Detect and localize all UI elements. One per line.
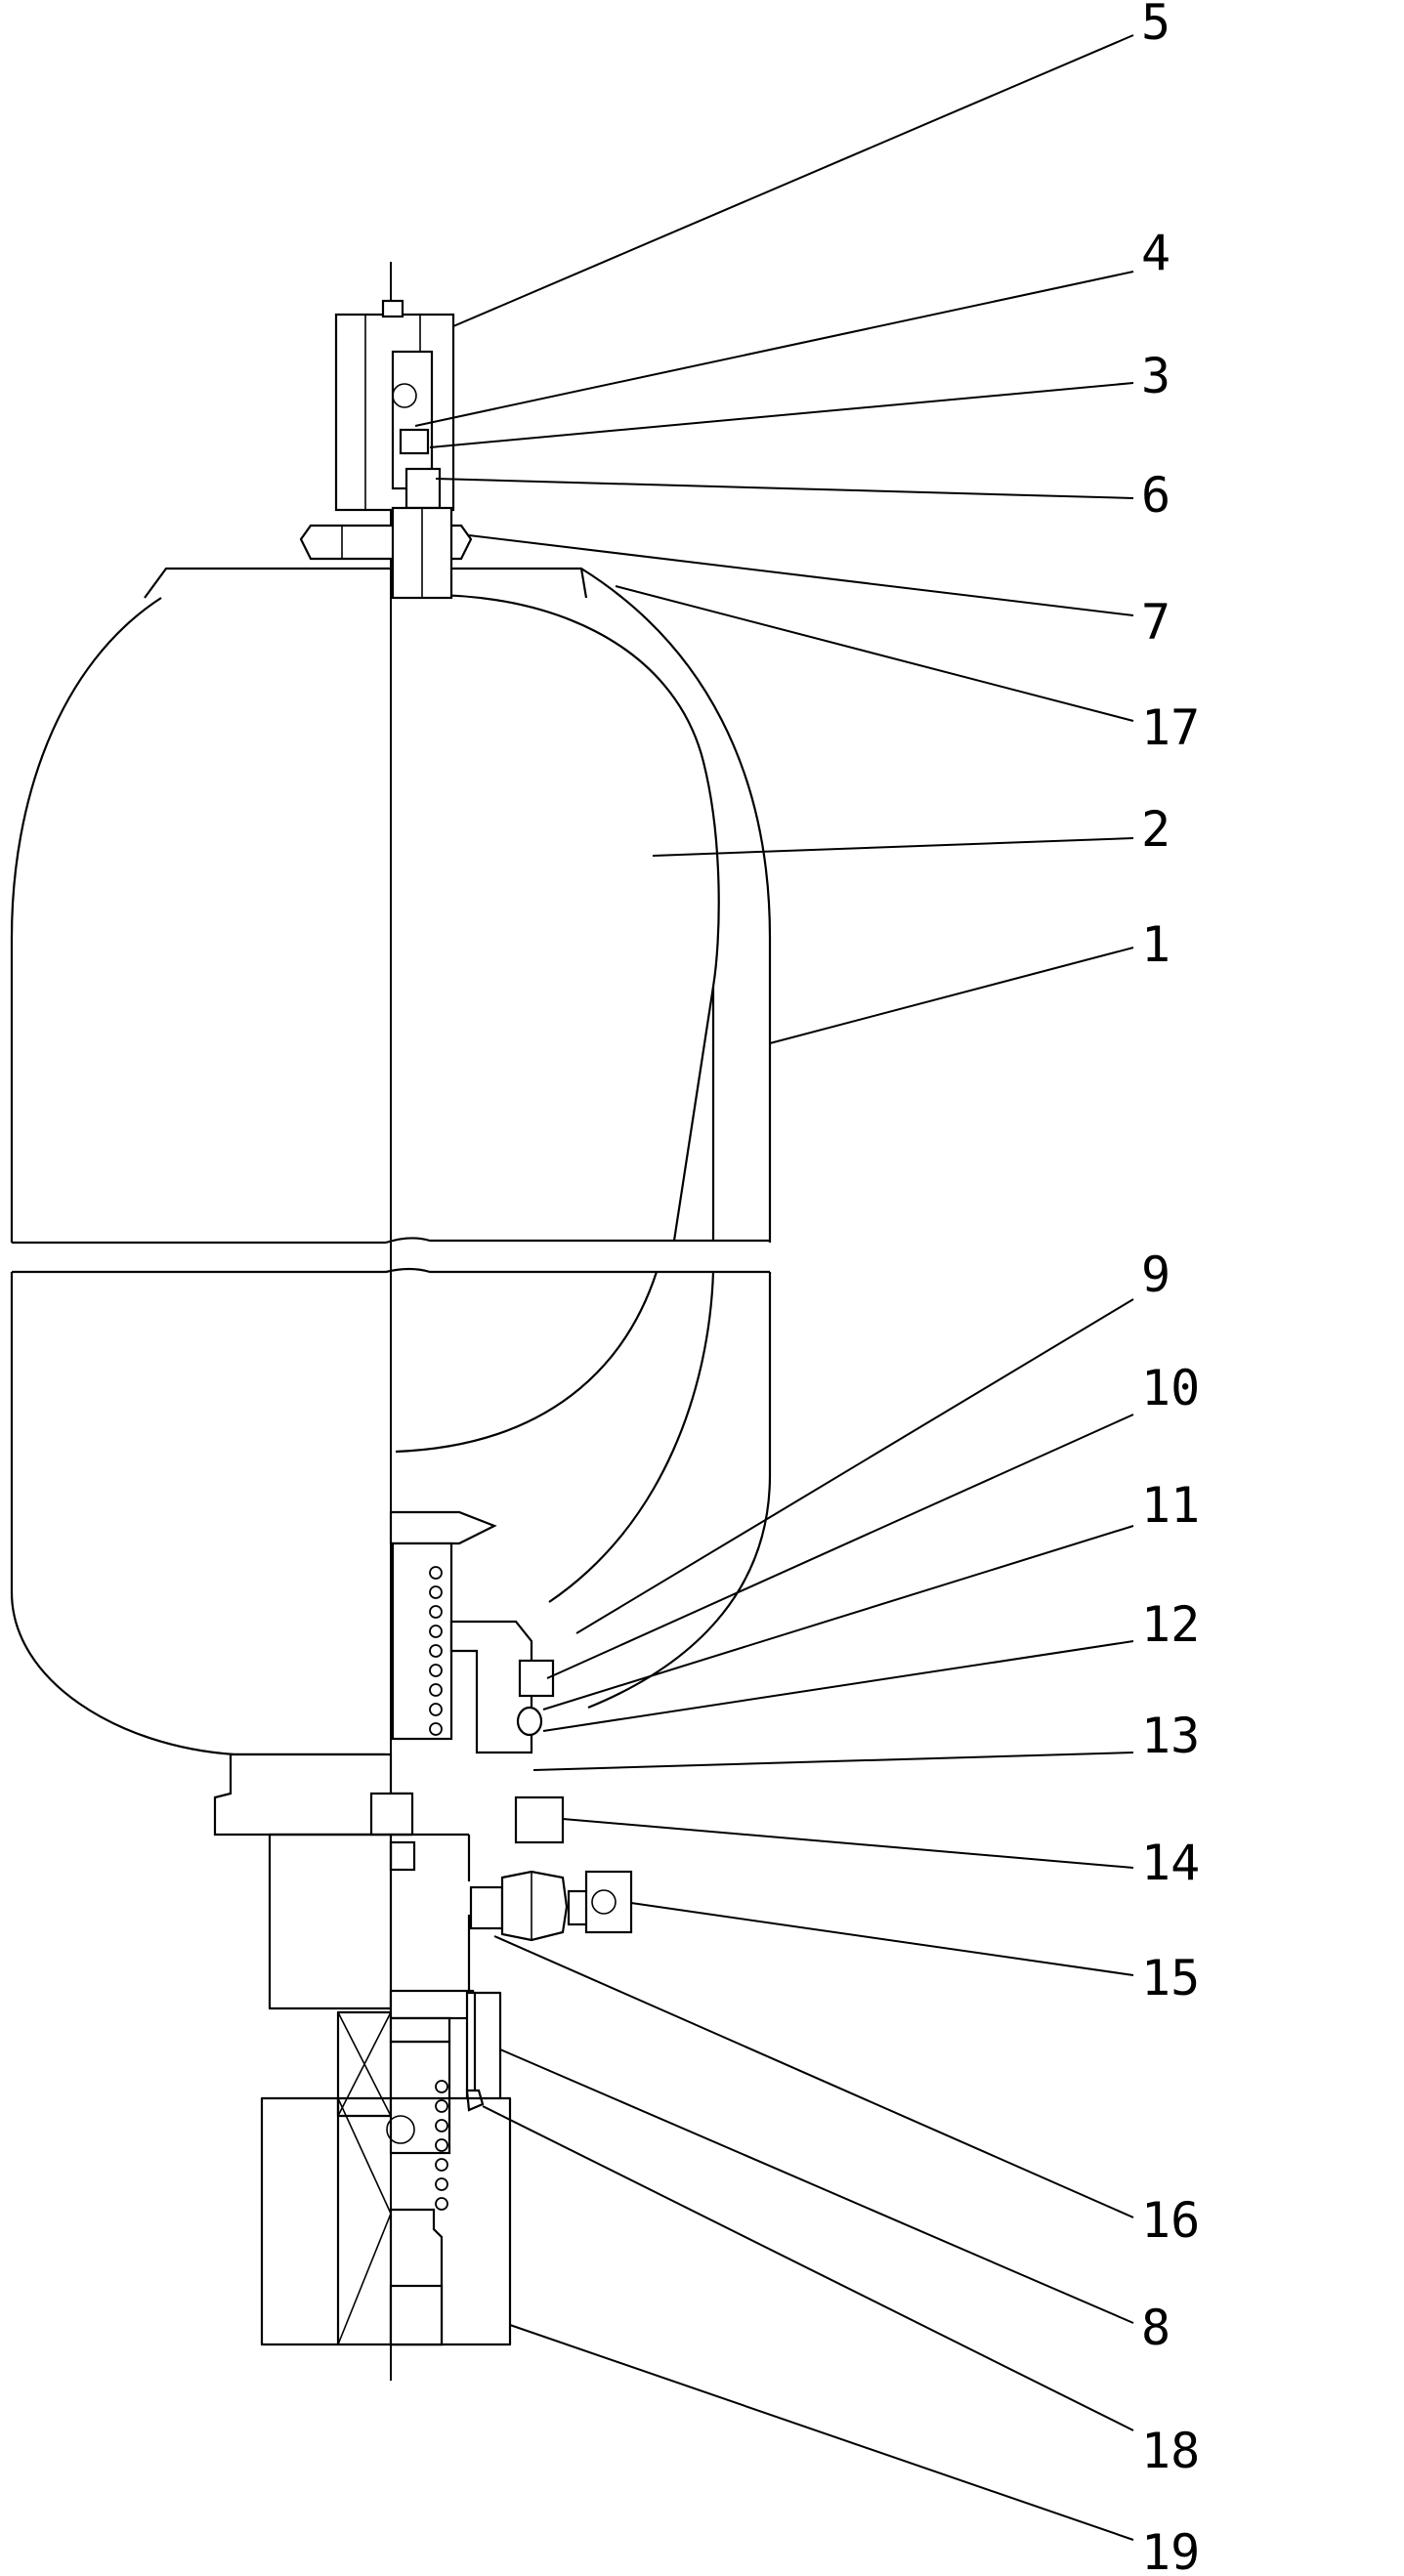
- poppet-head: [389, 1510, 497, 1545]
- callout-7: 7: [1141, 594, 1170, 651]
- callout-14: 14: [1141, 1835, 1200, 1891]
- leader-7: [468, 534, 1134, 616]
- leader-16: [493, 1935, 1134, 2218]
- check-spring: [435, 2080, 448, 2211]
- callout-2: 2: [1141, 801, 1170, 858]
- gas-valve-core: [391, 350, 434, 490]
- leader-9: [575, 1298, 1134, 1634]
- leader-8: [499, 2048, 1134, 2324]
- callout-4: 4: [1141, 225, 1170, 281]
- bladder: [395, 593, 720, 1603]
- leader-14: [562, 1818, 1134, 1869]
- callout-1: 1: [1141, 916, 1170, 973]
- callout-15: 15: [1141, 1950, 1200, 2006]
- callout-5: 5: [1141, 0, 1170, 51]
- callout-19: 19: [1141, 2524, 1200, 2576]
- leader-5: [452, 34, 1134, 327]
- lower-body: [260, 1833, 633, 2346]
- leader-15: [630, 1902, 1134, 1976]
- leader-1: [769, 947, 1134, 1044]
- callout-16: 16: [1141, 2192, 1200, 2249]
- poppet-valve-assembly: [213, 1510, 565, 1872]
- body-nut: [514, 1795, 565, 1844]
- leader-12: [542, 1640, 1134, 1732]
- leader-6: [435, 478, 1134, 499]
- leader-19: [509, 2324, 1134, 2541]
- valve-body-upper: [449, 1620, 533, 1754]
- callout-8: 8: [1141, 2300, 1170, 2356]
- callout-3: 3: [1141, 348, 1170, 404]
- callout-11: 11: [1141, 1477, 1200, 1534]
- callout-12: 12: [1141, 1596, 1200, 1653]
- leader-10: [546, 1414, 1134, 1679]
- leader-11: [542, 1525, 1134, 1710]
- callout-9: 9: [1141, 1246, 1170, 1303]
- leader-3: [429, 382, 1134, 448]
- leader-2: [652, 837, 1134, 857]
- leader-13: [532, 1752, 1134, 1771]
- callout-17: 17: [1141, 699, 1200, 756]
- charging-valve: [469, 1870, 633, 1942]
- poppet-guide: [391, 1541, 453, 1741]
- leader-17: [615, 585, 1134, 722]
- leader-4: [414, 271, 1134, 427]
- o-ring: [516, 1706, 543, 1737]
- leader-18: [482, 2105, 1134, 2431]
- neck: [268, 1833, 393, 2010]
- callout-10: 10: [1141, 1360, 1200, 1416]
- check-valve-core: [389, 1989, 475, 2020]
- leader-lines: [414, 34, 1134, 2541]
- callout-13: 13: [1141, 1708, 1200, 1764]
- shell-body: [10, 567, 772, 1756]
- poppet-spring: [429, 1566, 443, 1736]
- callout-labels: 5 4 3 6 7 17 2 1 9 10 11 12 13 14 15 16 …: [1141, 0, 1200, 2576]
- gas-valve-assembly: [299, 299, 473, 600]
- bottom-adaptor: [260, 2096, 512, 2346]
- callout-6: 6: [1141, 467, 1170, 524]
- callout-18: 18: [1141, 2423, 1200, 2479]
